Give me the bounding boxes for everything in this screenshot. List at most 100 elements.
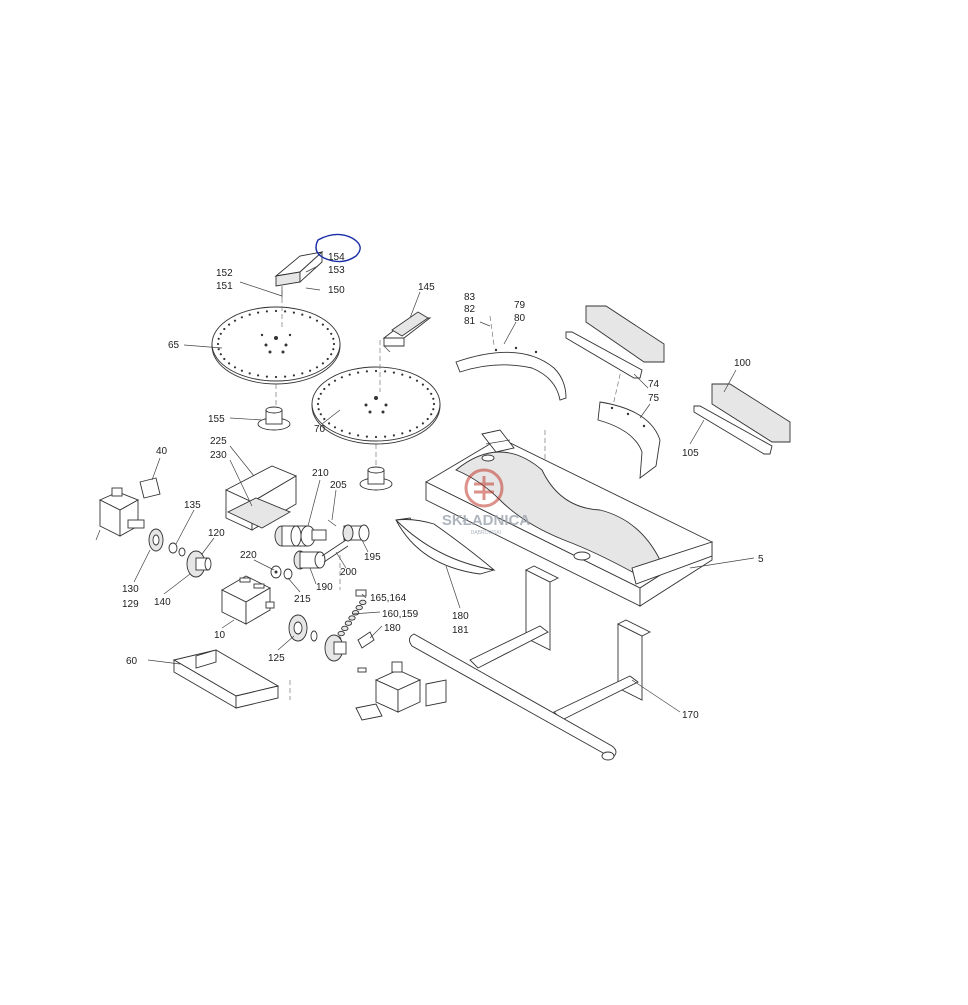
- rim-hole: [219, 332, 222, 335]
- rim-hole: [219, 353, 222, 356]
- label-210: 210: [312, 468, 329, 479]
- bracket-60: [172, 649, 280, 709]
- rim-hole: [228, 323, 231, 326]
- label-165-164: 165,164: [370, 593, 407, 604]
- rim-hole: [223, 357, 226, 361]
- rim-hole: [228, 362, 231, 365]
- watermark-sub: DĄBROWSKI: [471, 530, 502, 536]
- rim-hole: [265, 375, 268, 378]
- label-83: 83: [464, 292, 476, 303]
- rim-hole: [316, 402, 320, 406]
- joint-190: [293, 550, 326, 570]
- chain-link: [359, 599, 367, 606]
- rim-hole: [328, 383, 331, 386]
- rim-hole: [265, 310, 268, 313]
- strip-100: [711, 383, 791, 443]
- rim-hole: [240, 316, 243, 319]
- rim-hole: [401, 432, 404, 435]
- label-70: 70: [314, 424, 326, 435]
- rim-hole: [430, 413, 433, 416]
- rim-hole: [319, 392, 322, 395]
- box-10: [221, 575, 275, 625]
- label-79: 79: [514, 300, 526, 311]
- rim-hole: [321, 323, 324, 326]
- rim-hole: [332, 348, 335, 351]
- guard-74-75: [597, 401, 661, 479]
- watermark-name: SKŁADNICA: [442, 512, 530, 529]
- label-140: 140: [154, 597, 171, 608]
- watermark-logo: [464, 468, 504, 508]
- rim-hole: [421, 383, 424, 386]
- washer-220: [270, 565, 282, 579]
- label-75: 75: [648, 393, 660, 404]
- rim-hole: [426, 417, 429, 421]
- rim-hole: [248, 313, 251, 316]
- rim-hole: [284, 375, 287, 378]
- washer-135: [168, 542, 178, 554]
- sprocket-125: [288, 614, 318, 642]
- label-200: 200: [340, 567, 357, 578]
- stand-170: [409, 565, 652, 761]
- rim-hole: [233, 319, 237, 322]
- rim-hole: [430, 392, 433, 395]
- label-120: 120: [208, 528, 225, 539]
- rim-hole: [421, 422, 424, 425]
- label-135: 135: [184, 500, 201, 511]
- rim-hole: [326, 327, 329, 331]
- rim-hole: [223, 327, 226, 331]
- rim-hole: [309, 316, 312, 319]
- sprocket-120: [186, 550, 212, 578]
- disc-65: [211, 306, 341, 385]
- rim-hole: [432, 397, 435, 400]
- rim-hole: [292, 374, 295, 377]
- rim-hole: [323, 417, 326, 421]
- chain-link: [348, 615, 356, 621]
- rim-hole: [317, 397, 320, 400]
- rim-hole: [309, 369, 312, 372]
- joint-195: [342, 524, 370, 542]
- rim-hole: [333, 379, 337, 382]
- key-180: [357, 631, 375, 649]
- label-153: 153: [328, 265, 345, 276]
- rim-hole: [315, 366, 319, 369]
- rim-hole: [321, 362, 324, 365]
- rim-hole: [301, 313, 304, 316]
- label-80: 80: [514, 313, 526, 324]
- chain-link: [337, 630, 345, 637]
- rim-hole: [248, 372, 251, 375]
- rim-hole: [330, 332, 333, 335]
- hub-155: [257, 406, 291, 431]
- chain-link: [341, 625, 349, 632]
- label-154: 154: [328, 252, 345, 263]
- rim-hole: [392, 371, 395, 374]
- label-5: 5: [758, 554, 764, 565]
- rim-hole: [392, 434, 395, 437]
- sprocket-180-gear: [324, 634, 347, 662]
- label-195: 195: [364, 552, 381, 563]
- chain-link: [355, 604, 363, 611]
- rim-hole: [326, 357, 329, 361]
- rim-hole: [330, 353, 333, 356]
- chain-link: [351, 610, 360, 616]
- sprocket-130: [148, 528, 164, 552]
- rim-hole: [233, 366, 237, 369]
- rim-hole: [384, 370, 387, 373]
- rim-hole: [274, 375, 278, 379]
- rim-hole: [348, 432, 351, 435]
- link-165-164: [355, 589, 367, 597]
- label-170: 170: [682, 710, 699, 721]
- label-190: 190: [316, 582, 333, 593]
- label-151: 151: [216, 281, 233, 292]
- label-74: 74: [648, 379, 660, 390]
- rim-hole: [357, 371, 360, 374]
- rim-hole: [415, 426, 419, 429]
- rim-hole: [426, 387, 429, 391]
- label-155: 155: [208, 414, 225, 425]
- label-100: 100: [734, 358, 751, 369]
- rim-hole: [340, 376, 343, 379]
- rim-hole: [301, 372, 304, 375]
- rim-hole: [274, 309, 278, 313]
- rim-hole: [257, 374, 260, 377]
- rim-hole: [317, 408, 320, 411]
